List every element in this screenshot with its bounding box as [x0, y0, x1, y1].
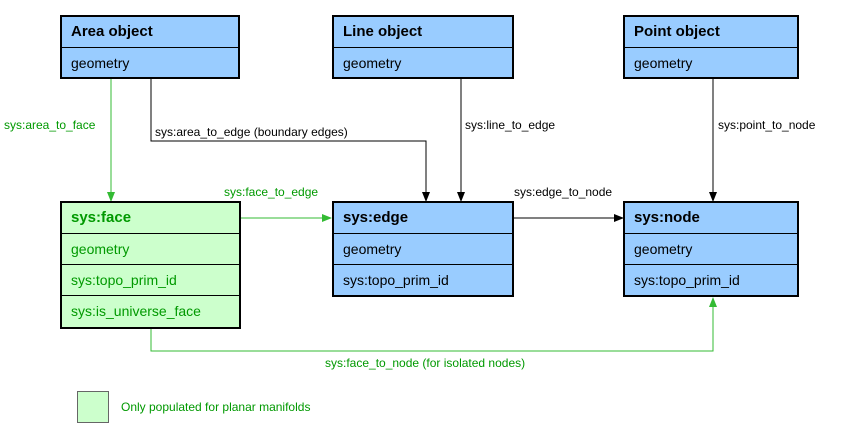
edge-geometry: geometry [334, 234, 512, 265]
node-box: sys:node geometry sys:topo_prim_id [623, 201, 799, 297]
edge-title: sys:edge [334, 203, 512, 234]
node-title: sys:node [625, 203, 797, 234]
edge-topo-prim-id: sys:topo_prim_id [343, 272, 449, 288]
edge-box: sys:edge geometry sys:topo_prim_id [332, 201, 514, 297]
node-geometry: geometry [625, 234, 797, 265]
face-box: sys:face geometry sys:topo_prim_id sys:i… [60, 201, 241, 329]
face-title: sys:face [62, 203, 239, 234]
label-point-to-node: sys:point_to_node [718, 118, 816, 132]
area-object-geometry: geometry [71, 55, 130, 71]
point-object-box: Point object geometry [623, 15, 799, 79]
connector-face-to-node [150, 297, 717, 352]
face-is-universe-face: sys:is_universe_face [71, 303, 201, 319]
label-face-to-edge: sys:face_to_edge [224, 185, 319, 199]
line-object-title: Line object [334, 17, 512, 48]
point-object-geometry: geometry [634, 55, 693, 71]
legend-swatch [77, 391, 109, 423]
legend-text: Only populated for planar manifolds [121, 400, 311, 414]
connector-area-to-edge [150, 79, 430, 202]
label-area-to-edge: sys:area_to_edge (boundary edges) [155, 125, 348, 139]
label-area-to-face: sys:area_to_face [4, 118, 96, 132]
area-object-box: Area object geometry [60, 15, 240, 79]
label-edge-to-node: sys:edge_to_node [514, 185, 613, 199]
node-topo-prim-id: sys:topo_prim_id [634, 272, 740, 288]
point-object-title: Point object [625, 17, 797, 48]
label-line-to-edge: sys:line_to_edge [465, 118, 556, 132]
face-topo-prim-id: sys:topo_prim_id [62, 265, 239, 296]
face-geometry: geometry [62, 234, 239, 265]
area-object-title: Area object [62, 17, 238, 48]
line-object-geometry: geometry [343, 55, 402, 71]
line-object-box: Line object geometry [332, 15, 514, 79]
label-face-to-node: sys:face_to_node (for isolated nodes) [325, 356, 526, 370]
